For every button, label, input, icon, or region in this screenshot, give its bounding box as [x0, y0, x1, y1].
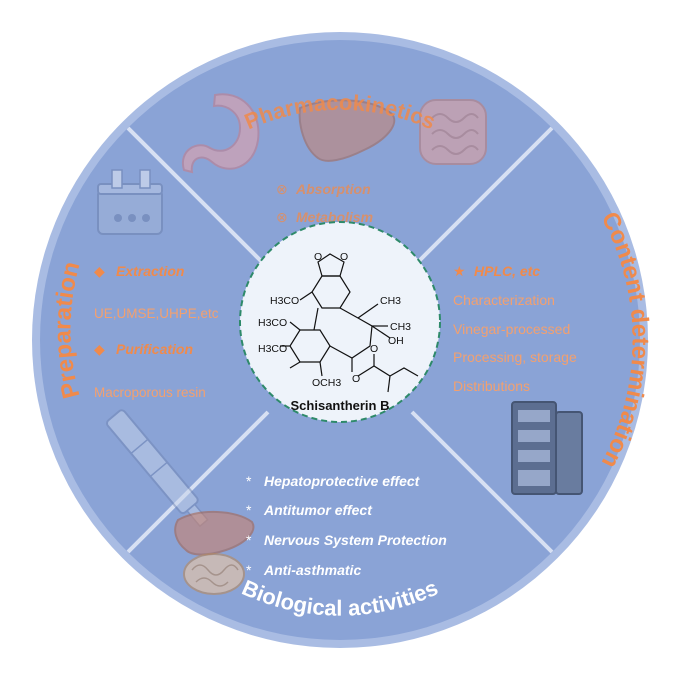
pk-item-metabolism: Metabolism	[296, 209, 373, 225]
group-och3: OCH3	[312, 377, 341, 389]
prep-detail-purification: Macroporous resin	[94, 385, 206, 400]
bio-bullet-4: *	[246, 562, 252, 578]
atom-o-1: O	[314, 251, 322, 263]
compound-name: Schisantherin B	[291, 398, 390, 413]
pk-bullet-2: ⊗	[276, 209, 288, 225]
preparation-list: ◆ Extraction UE,UMSE,UHPE,etc ◆ Purifica…	[94, 263, 219, 400]
cd-heading-hplc: HPLC, etc	[474, 263, 540, 279]
intestine-icon	[419, 99, 487, 165]
bio-item-antitumor: Antitumor effect	[263, 502, 373, 518]
prep-bullet-1: ◆	[94, 263, 105, 279]
bio-item-nervous: Nervous System Protection	[264, 532, 447, 548]
group-h3co-2: H3CO	[258, 317, 287, 329]
content-list: ★ HPLC, etc Characterization Vinegar-pro…	[453, 263, 577, 394]
cd-item-vinegar: Vinegar-processed	[453, 321, 570, 337]
group-ch3-1: CH3	[380, 295, 401, 307]
biological-list: * Hepatoprotective effect * Antitumor ef…	[246, 473, 447, 578]
bio-item-antiasthmatic: Anti-asthmatic	[263, 562, 361, 578]
divider-nw	[126, 126, 270, 270]
prep-bullet-2: ◆	[94, 341, 105, 357]
cd-bullet: ★	[453, 263, 466, 279]
group-ch3-2: CH3	[390, 321, 411, 333]
prep-heading-extraction: Extraction	[116, 263, 184, 279]
divider-sw	[126, 410, 270, 554]
pharmacokinetics-list: ⊗ Absorption ⊗ Metabolism	[276, 181, 373, 225]
atom-o-3: O	[352, 373, 360, 385]
atom-o-2: O	[340, 251, 348, 263]
bio-bullet-2: *	[246, 502, 252, 518]
center-circle	[239, 221, 441, 423]
hplc-instrument-icon	[511, 401, 583, 495]
molecule-labels: O O H3CO H3CO H3CO OCH3 CH3 CH3 OH O O	[258, 251, 411, 389]
bio-item-hepatoprotective: Hepatoprotective effect	[264, 473, 421, 489]
bio-bullet-1: *	[246, 473, 252, 489]
prep-detail-extraction: UE,UMSE,UHPE,etc	[94, 306, 219, 321]
prep-heading-purification: Purification	[116, 341, 193, 357]
section-dividers	[126, 126, 554, 554]
pk-bullet-1: ⊗	[276, 181, 288, 197]
liver-icon-bio	[174, 511, 255, 556]
molecule-structure	[280, 253, 419, 393]
cd-item-characterization: Characterization	[453, 292, 555, 308]
group-oh: OH	[388, 335, 404, 347]
divider-se	[410, 410, 554, 554]
liver-icon	[298, 99, 396, 162]
group-h3co-1: H3CO	[270, 295, 299, 307]
divider-ne	[410, 126, 554, 270]
pk-item-absorption: Absorption	[295, 181, 371, 197]
bio-bullet-3: *	[246, 532, 252, 548]
cd-item-distributions: Distributions	[453, 378, 530, 394]
atom-o-4: O	[370, 343, 378, 355]
brain-icon	[183, 553, 245, 595]
group-h3co-3: H3CO	[258, 343, 287, 355]
stomach-icon	[181, 93, 260, 174]
ultrasonic-bath-icon	[97, 169, 163, 235]
cd-item-processing: Processing, storage	[453, 349, 577, 365]
